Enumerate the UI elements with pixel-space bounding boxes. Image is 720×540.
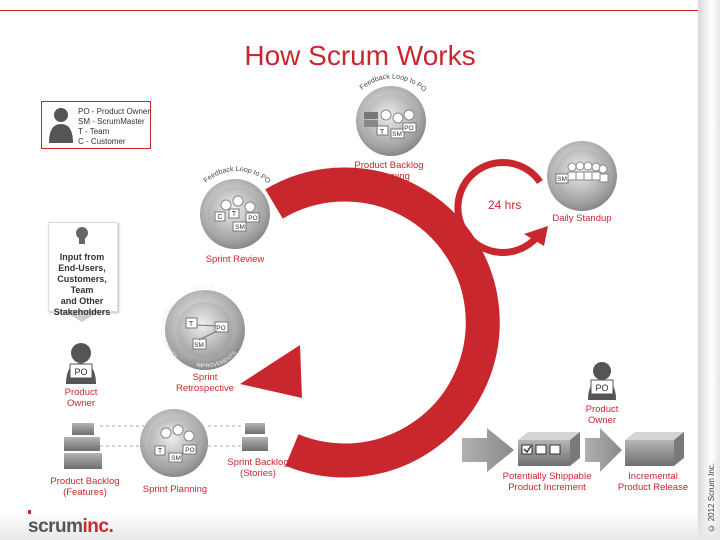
team-badge: T — [158, 448, 163, 455]
po-badge: PO — [185, 447, 194, 454]
sm-badge: SM — [235, 224, 245, 231]
page-title: How Scrum Works — [244, 40, 476, 71]
sprint-duration: 1-4 Weeks — [346, 333, 437, 354]
retrospective-label: Sprint Retrospective — [175, 372, 235, 394]
person-icon — [49, 108, 73, 143]
po-badge: PO — [74, 367, 87, 377]
bottom-fade — [0, 510, 720, 540]
release-box — [625, 432, 684, 466]
team-badge: T — [189, 321, 194, 328]
stakeholder-input-text: Input from End-Users, Customers, Team an… — [53, 252, 111, 317]
po-badge: PO — [404, 125, 413, 132]
scrum-inc-logo: scruminc. — [28, 516, 114, 538]
sm-badge: SM — [194, 342, 204, 349]
sprint-backlog-label: Sprint Backlog (Stories) — [227, 457, 289, 479]
grooming-disc: T SM PO — [356, 86, 426, 156]
legend-item-sm: SM - ScrumMaster — [78, 117, 145, 126]
sprint-review-disc: C T SM PO — [200, 179, 270, 249]
top-rule — [0, 10, 720, 11]
sprint-backlog-boxes — [242, 423, 268, 451]
product-backlog-boxes — [64, 423, 102, 469]
legend-item-team: T - Team — [78, 127, 110, 136]
product-owner-right-icon: PO — [588, 362, 616, 400]
lightbulb-icon — [76, 227, 88, 244]
increment-flow-arrows — [462, 428, 622, 472]
po-badge: PO — [248, 215, 257, 222]
release-label: Incremental Product Release — [617, 471, 689, 493]
legend-item-po: PO - Product Owner — [78, 107, 151, 116]
legend-item-customer: C - Customer — [78, 137, 126, 146]
product-backlog-label: Product Backlog (Features) — [50, 476, 120, 498]
daily-standup-label: Daily Standup — [552, 213, 612, 224]
product-owner-left-label: Product Owner — [64, 387, 98, 409]
copyright-text: © 2012 Scrum Inc. — [707, 462, 716, 532]
customer-badge: C — [217, 214, 222, 221]
sprint-planning-disc: T SM PO — [140, 409, 208, 477]
daily-cycle-arrow — [454, 159, 548, 256]
sprint-planning-label: Sprint Planning — [142, 484, 208, 495]
retrospective-disc: T SM PO — [165, 290, 245, 370]
sprint-review-label: Sprint Review — [205, 254, 265, 265]
logo-part-scrum: scrum — [28, 516, 83, 537]
product-owner-left-icon: PO — [66, 343, 96, 384]
sprint-title: Sprint — [344, 292, 433, 330]
role-legend: PO - Product Owner SM - ScrumMaster T - … — [41, 101, 151, 149]
sm-badge: SM — [557, 176, 567, 183]
kaizen-text: KAIZEN — [193, 284, 214, 292]
shippable-increment-label: Potentially Shippable Product Increment — [502, 471, 592, 493]
daily-cycle-label: 24 hrs — [488, 198, 522, 212]
po-badge: PO — [216, 325, 225, 332]
sm-badge: SM — [392, 131, 402, 138]
logo-part-inc: inc. — [82, 516, 114, 537]
input-box-pointer — [62, 310, 102, 322]
team-badge: T — [380, 129, 385, 136]
po-badge: PO — [595, 383, 608, 393]
sprint-cycle-arrow — [240, 167, 500, 478]
logo-mark — [28, 510, 31, 514]
sm-badge: SM — [171, 455, 181, 462]
daily-standup-disc: SM — [547, 141, 617, 211]
team-badge: T — [232, 211, 237, 218]
grooming-label: Product Backlog Grooming — [354, 160, 424, 182]
right-sidebar-band — [698, 0, 720, 540]
checkmark-icon — [523, 445, 532, 454]
product-owner-right-label: Product Owner — [585, 404, 619, 426]
shippable-increment-box — [518, 432, 580, 466]
